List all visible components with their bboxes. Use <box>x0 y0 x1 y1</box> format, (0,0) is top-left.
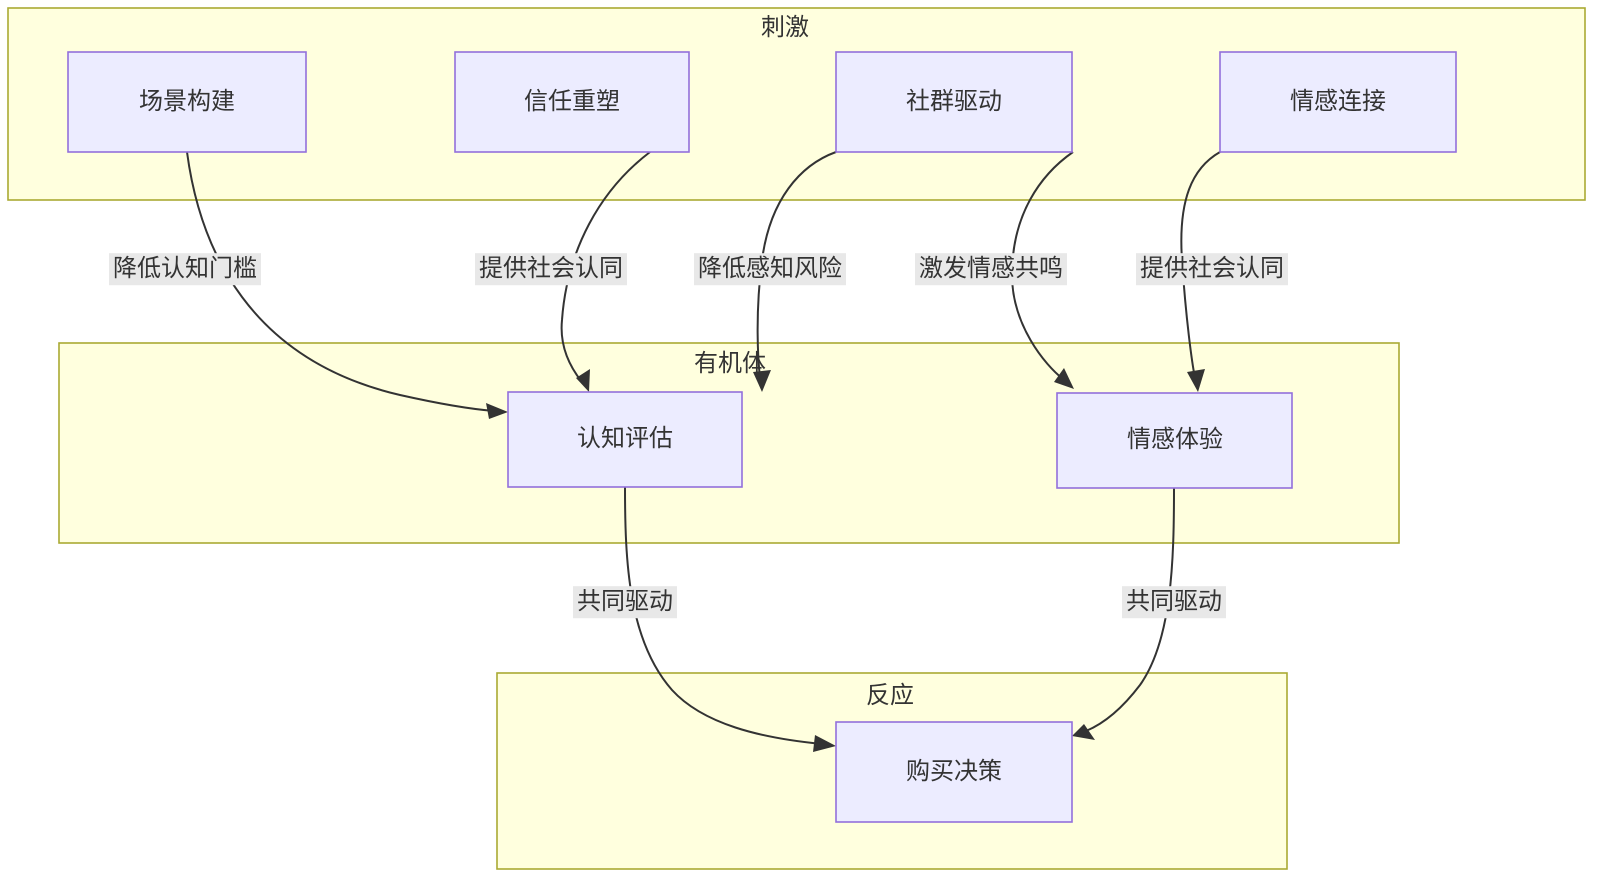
node-community-drive[interactable] <box>835 51 1073 153</box>
arrowhead-cognitive-to-purchase <box>813 735 836 752</box>
arrowhead-community-to-feeling <box>1054 368 1074 389</box>
node-group <box>67 51 1457 823</box>
edge-label-provide-social-proof-trust: 提供社会认同 <box>475 253 627 285</box>
edge-label-lower-cognitive-threshold: 降低认知门槛 <box>109 253 261 285</box>
edge-label-trigger-emotional-resonance: 激发情感共鸣 <box>915 253 1067 285</box>
edge-label-joint-drive-feeling: 共同驱动 <box>1122 586 1226 618</box>
node-purchase-decision[interactable] <box>835 721 1073 823</box>
edge-feeling-to-purchase <box>1085 487 1175 732</box>
arrowhead-trust-to-cognitive <box>576 369 590 392</box>
edge-scene-to-cognitive <box>186 151 495 412</box>
arrowhead-scene-to-cognitive <box>486 403 508 419</box>
node-cognitive-appraisal[interactable] <box>507 391 743 488</box>
arrowhead-emotion-to-feeling <box>1187 369 1205 392</box>
node-emotional-experience[interactable] <box>1056 392 1293 489</box>
edge-label-joint-drive-cognitive: 共同驱动 <box>573 586 677 618</box>
node-emotional-connection[interactable] <box>1219 51 1457 153</box>
edge-trust-to-cognitive <box>560 151 651 383</box>
node-trust-rebuild[interactable] <box>454 51 690 153</box>
edge-label-lower-perceived-risk: 降低感知风险 <box>694 253 846 285</box>
arrowhead-community-to-cognitive <box>753 370 771 392</box>
edge-cognitive-to-purchase <box>624 486 823 745</box>
node-scene-construction[interactable] <box>67 51 307 153</box>
edge-label-provide-social-proof-emotion: 提供社会认同 <box>1136 253 1288 285</box>
arrowhead-feeling-to-purchase <box>1072 724 1095 740</box>
